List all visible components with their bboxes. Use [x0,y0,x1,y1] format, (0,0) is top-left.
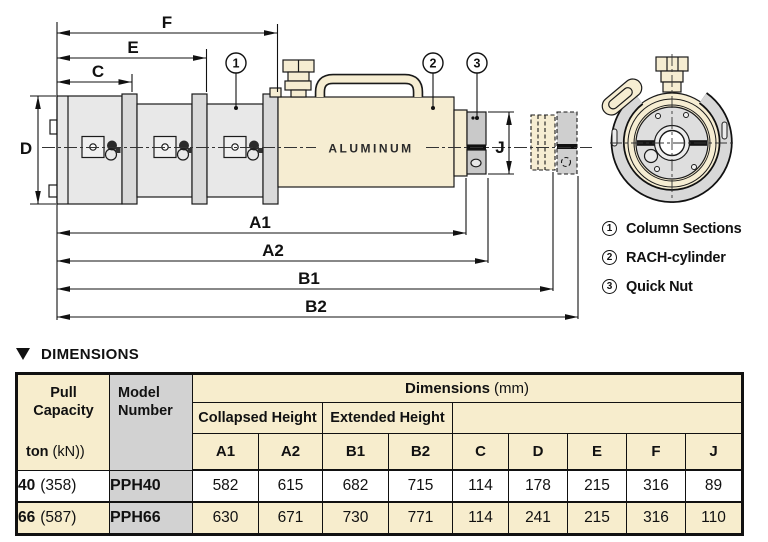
th-pull-capacity: Pull Capacity ton(kN)) [16,373,110,471]
carry-handle [314,73,424,97]
end-view-handle [601,78,643,116]
legend-label: Quick Nut [626,278,693,295]
th-b2: B2 [388,433,453,471]
clamp-plate-3 [223,135,263,161]
dim-label-c: C [92,62,104,81]
end-bracket-tab [49,119,58,135]
detached-quick-nut [530,111,578,175]
dim-label-d: D [20,139,32,158]
end-view [601,54,736,203]
th-b1: B1 [322,433,389,471]
capacity-unit-label: ton(kN)) [26,443,85,460]
rach-cylinder-body [277,96,455,188]
callout-3-number: 3 [474,57,481,71]
cell-model: PPH40 [109,469,193,503]
callout-2-number: 2 [430,57,437,71]
dim-label-a1: A1 [249,213,271,232]
dim-label-j: J [495,138,504,157]
side-view [48,59,487,205]
cell-b2: 771 [388,501,453,535]
dimensions-section-title: DIMENSIONS [16,345,139,363]
cell-capacity: 40(358) [16,469,110,503]
quick-nut [466,111,487,175]
clamp-plate-1 [81,135,121,161]
th-e: E [567,433,627,471]
th-spacer [451,402,744,434]
cell-a2: 671 [258,501,323,535]
th-f: F [626,433,686,471]
technical-drawing: ALUMINUM [20,13,736,320]
callout-3-icon: 3 [602,279,617,294]
th-a2: A2 [258,433,323,471]
dim-label-f: F [162,13,172,32]
callout-3: 3 [466,52,488,120]
th-dimensions-mm: Dimensions(mm) [191,373,744,403]
cell-c: 114 [452,469,509,503]
cylinder-top-tab [269,87,282,98]
cell-d: 178 [508,469,568,503]
legend-label: Column Sections [626,220,742,237]
legend-item-column-sections: 1 Column Sections [602,219,742,238]
cell-b2: 715 [388,469,453,503]
cell-e: 215 [567,469,627,503]
cell-j: 89 [684,469,744,503]
callout-1-number: 1 [233,57,240,71]
callout-1-icon: 1 [602,221,617,236]
hydraulic-coupler [282,59,315,98]
cell-b1: 682 [322,469,389,503]
column-flange-1 [121,93,138,205]
cell-f: 316 [626,469,686,503]
saddle-bracket [610,92,733,203]
th-model-number: Model Number [109,373,193,471]
legend: 1 Column Sections 2 RACH-cylinder 3 Quic… [602,219,742,306]
table-row-pph66: 66(587) PPH66 630 671 730 771 114 241 21… [16,501,744,535]
th-extended-height: Extended Height [322,402,453,434]
dimensions-table: Pull Capacity ton(kN)) Model Number Dime… [15,372,745,536]
section-title-text: DIMENSIONS [41,345,140,363]
dimension-lines [30,22,579,320]
legend-item-quick-nut: 3 Quick Nut [602,277,741,296]
cell-b1: 730 [322,501,389,535]
legend-item-rach-cylinder: 2 RACH-cylinder [602,248,741,267]
cell-a2: 615 [258,469,323,503]
cell-f: 316 [626,501,686,535]
th-c: C [452,433,509,471]
th-d: D [508,433,568,471]
cell-d: 241 [508,501,568,535]
cell-model: PPH66 [109,501,193,535]
clamp-plate-2 [153,135,193,161]
pull-capacity-label: Pull Capacity [33,384,94,419]
aluminum-label: ALUMINUM [328,142,413,156]
column-flange-2 [191,93,208,205]
table-row-pph40: 40(358) PPH40 582 615 682 715 114 178 21… [16,469,744,503]
cell-e: 215 [567,501,627,535]
cell-a1: 582 [192,469,259,503]
dim-label-b1: B1 [298,269,320,288]
column-flange-3 [262,93,279,205]
cell-c: 114 [452,501,509,535]
callout-2-icon: 2 [602,250,617,265]
dim-label-b2: B2 [305,297,327,316]
th-a1: A1 [192,433,259,471]
th-collapsed-height: Collapsed Height [192,402,323,434]
end-view-crosshair [610,54,736,203]
legend-label: RACH-cylinder [626,249,726,266]
cell-a1: 630 [192,501,259,535]
section-marker-icon [16,348,30,360]
cell-j: 110 [684,501,744,535]
th-j: J [684,433,744,471]
callout-2: 2 [422,52,444,110]
cell-capacity: 66(587) [16,501,110,535]
callout-1: 1 [225,52,247,110]
dim-label-a2: A2 [262,241,284,260]
dim-label-e: E [127,38,138,57]
piston-collar [453,109,468,177]
